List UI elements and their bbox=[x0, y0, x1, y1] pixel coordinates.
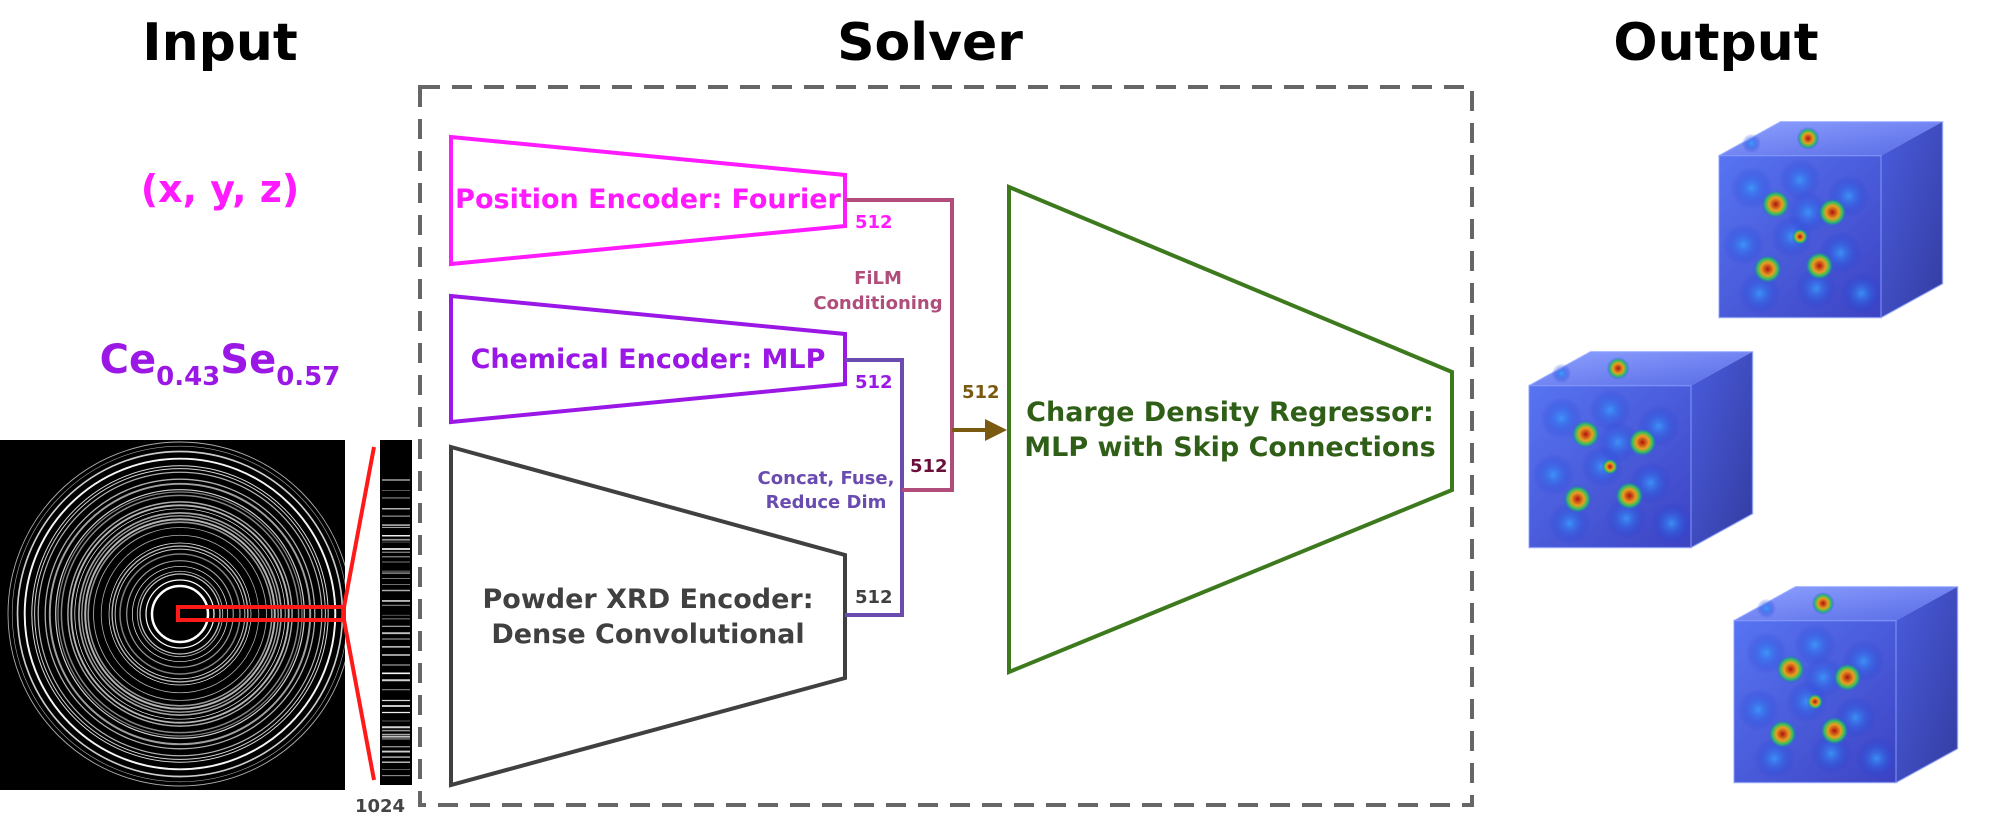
output-header: Output bbox=[1613, 13, 1818, 73]
film-connector bbox=[845, 198, 954, 492]
formula-sub-ce: 0.43 bbox=[156, 362, 220, 392]
charge-density-cube-3 bbox=[1733, 586, 1959, 784]
charge-density-regressor bbox=[1007, 183, 1454, 675]
solver-header: Solver bbox=[837, 13, 1023, 73]
fuse-label-line2: Reduce Dim bbox=[766, 492, 887, 513]
coordinates-label: (x, y, z) bbox=[141, 167, 300, 211]
film-label-line1: FiLM bbox=[854, 268, 902, 289]
fuse-connector bbox=[845, 358, 904, 617]
position-encoder-label: Position Encoder: Fourier bbox=[455, 184, 841, 215]
xrd-encoder-label-line1: Powder XRD Encoder: bbox=[482, 584, 813, 615]
film-dim-label: 512 bbox=[962, 382, 1000, 403]
regressor-label-line2: MLP with Skip Connections bbox=[1024, 432, 1436, 463]
xrd-encoder bbox=[449, 444, 847, 788]
film-label-line2: Conditioning bbox=[813, 293, 942, 314]
fused-dim-label: 512 bbox=[910, 456, 948, 477]
xrd-dim-label: 512 bbox=[855, 587, 893, 608]
xrd-ring-image bbox=[0, 440, 353, 790]
xrd-encoder-label-line2: Dense Convolutional bbox=[491, 619, 804, 650]
solver-boundary bbox=[418, 85, 1474, 807]
chemical-formula: Ce0.43Se0.57 bbox=[100, 337, 341, 392]
regressor-arrow-head bbox=[985, 419, 1007, 441]
formula-sub-se: 0.57 bbox=[276, 362, 340, 392]
chemical-encoder bbox=[449, 293, 847, 425]
fuse-label-line1: Concat, Fuse, bbox=[758, 468, 895, 489]
position-encoder bbox=[449, 134, 847, 267]
formula-element-ce: Ce bbox=[100, 337, 156, 383]
input-header: Input bbox=[142, 13, 297, 73]
chemical-dim-label: 512 bbox=[855, 372, 893, 393]
charge-density-cube-2 bbox=[1528, 351, 1754, 549]
xrd-length-label: 1024 bbox=[355, 796, 405, 817]
charge-density-cube-1 bbox=[1718, 121, 1944, 319]
formula-element-se: Se bbox=[220, 337, 276, 383]
position-dim-label: 512 bbox=[855, 212, 893, 233]
xrd-1d-pattern bbox=[380, 440, 412, 785]
regressor-label-line1: Charge Density Regressor: bbox=[1026, 397, 1434, 428]
xrd-zoom-lines bbox=[342, 446, 376, 781]
chemical-encoder-label: Chemical Encoder: MLP bbox=[471, 344, 826, 375]
